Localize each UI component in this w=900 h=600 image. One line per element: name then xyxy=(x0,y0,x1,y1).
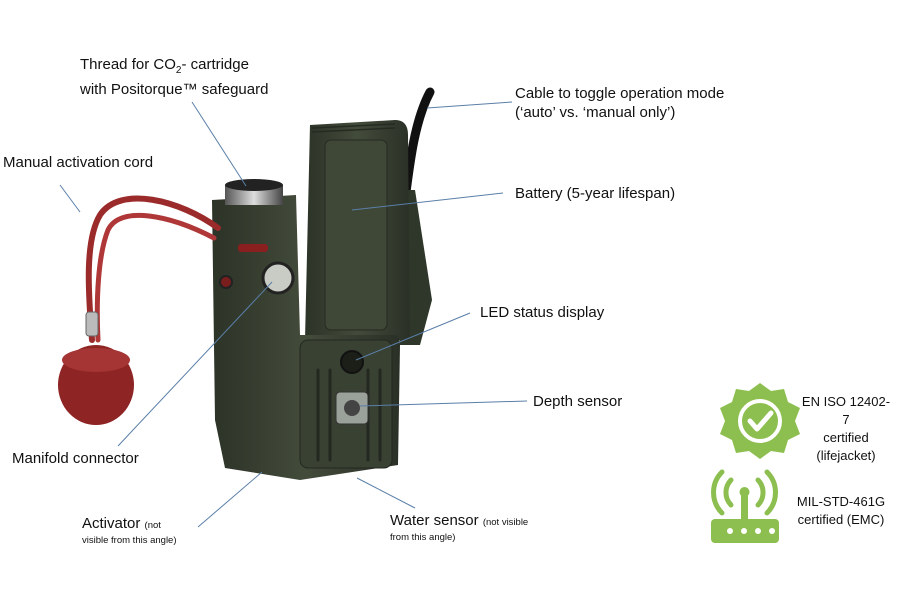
label-manifold: Manifold connector xyxy=(12,450,139,467)
label-water-note2: from this angle) xyxy=(390,532,456,543)
label-cable-line2: (‘auto’ vs. ‘manual only’) xyxy=(515,104,676,121)
label-water-text: Water sensor xyxy=(390,512,479,529)
label-activator-note2: visible from this angle) xyxy=(82,535,177,546)
label-water-note1: (not visible xyxy=(482,517,529,528)
led-window xyxy=(340,350,364,374)
label-water: Water sensor (not visible from this angl… xyxy=(390,511,528,549)
wireless-router-icon xyxy=(711,469,779,543)
label-cable-line1: Cable to toggle operation mode xyxy=(515,85,725,102)
label-thread-line2: with Positorque™ safeguard xyxy=(80,81,269,98)
cord-clip xyxy=(85,311,99,337)
label-cable: Cable to toggle operation mode (‘auto’ v… xyxy=(515,84,724,122)
cert-en-iso-line1: EN ISO 12402-7 xyxy=(801,394,891,427)
leader-lines xyxy=(59,101,528,528)
cert-en-iso-line3: (lifejacket) xyxy=(816,448,876,463)
label-thread-text: Thread for CO xyxy=(80,56,176,73)
cert-en-iso-line2: certified xyxy=(823,430,869,445)
label-manual-cord: Manual activation cord xyxy=(3,154,154,171)
check-badge-icon xyxy=(720,383,800,459)
label-thread: Thread for CO2- cartridge with Positorqu… xyxy=(80,55,268,99)
label-activator-note1: (not xyxy=(144,520,161,531)
label-thread-text-2: - cartridge xyxy=(181,56,249,73)
manifold-hole xyxy=(261,261,295,295)
cert-mil-std-line2: certified (EMC) xyxy=(797,512,885,527)
cert-mil-std-line1: MIL-STD-461G xyxy=(796,494,886,509)
activation-cord xyxy=(85,195,221,343)
label-activator-text: Activator xyxy=(82,515,141,532)
red-knob xyxy=(219,275,233,289)
battery-cover xyxy=(324,139,388,331)
label-depth: Depth sensor xyxy=(533,393,623,410)
label-thread-sub: 2 xyxy=(175,65,182,76)
cert-en-iso: EN ISO 12402-7 certified (lifejacket) xyxy=(800,393,892,465)
operation-mode-cable xyxy=(400,87,435,205)
label-battery: Battery (5-year lifespan) xyxy=(515,185,676,202)
label-activator: Activator (not visible from this angle) xyxy=(82,514,177,552)
red-indicator xyxy=(238,244,268,252)
cert-mil-std: MIL-STD-461G certified (EMC) xyxy=(785,493,897,529)
label-led: LED status display xyxy=(480,304,605,321)
